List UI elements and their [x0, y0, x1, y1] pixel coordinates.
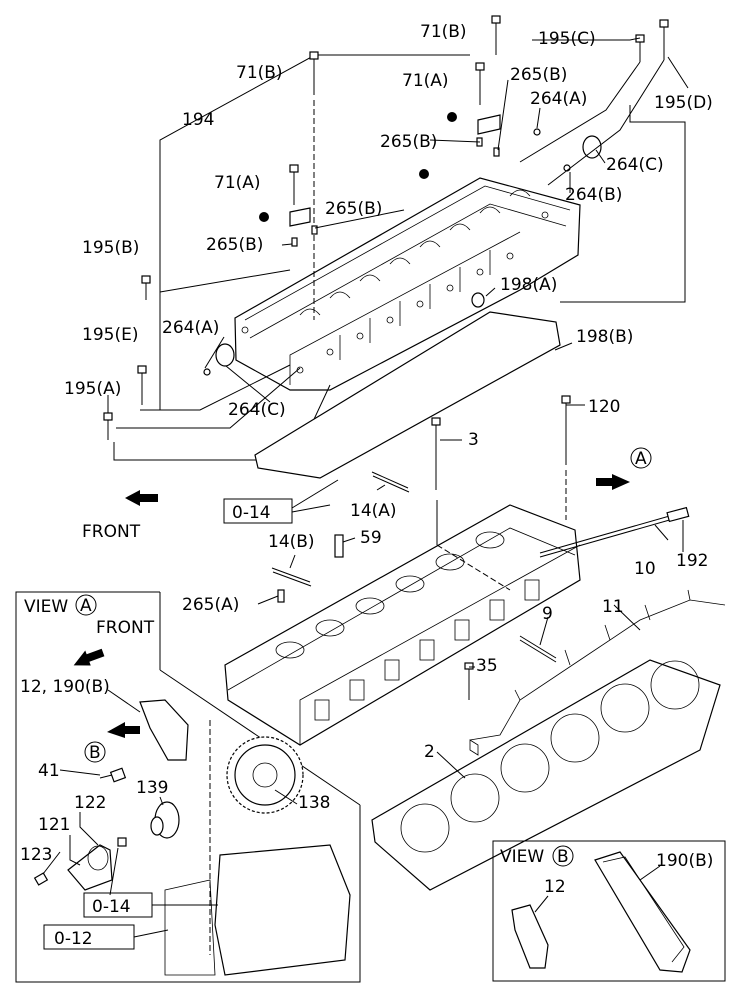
- label-014b: 0-14: [92, 897, 131, 917]
- plug-198a: [471, 292, 485, 308]
- leader-lines-middle: [257, 404, 684, 779]
- label-138: 138: [298, 793, 330, 813]
- seal-264c-right: [582, 135, 602, 159]
- label-10: 10: [634, 559, 656, 579]
- view-b-frame: [492, 840, 726, 982]
- bearing-caps: [299, 189, 531, 360]
- marker-dot: [259, 212, 269, 222]
- label-3: 3: [468, 430, 479, 450]
- view-a-title-circle: [75, 594, 97, 616]
- label-view-b-circ: B: [557, 847, 569, 867]
- label-264a-left: 264(A): [162, 318, 219, 338]
- label-120: 120: [588, 397, 620, 417]
- label-195b: 195(B): [82, 238, 139, 258]
- label-264b: 264(B): [565, 185, 622, 205]
- label-121: 121: [38, 815, 70, 835]
- view-a-front-arrow: [73, 648, 105, 666]
- label-9: 9: [542, 604, 553, 624]
- label-195a: 195(A): [64, 379, 121, 399]
- label-view-a-callout: A: [635, 449, 647, 469]
- label-41: 41: [38, 761, 60, 781]
- label-122: 122: [74, 793, 106, 813]
- gasket-198b: [254, 311, 561, 479]
- label-139: 139: [136, 778, 168, 798]
- view-a-arrow: [596, 474, 630, 490]
- harness-11: [469, 589, 726, 741]
- label-198a: 198(A): [500, 275, 557, 295]
- label-265b-left2: 265(B): [206, 235, 263, 255]
- label-71a-left: 71(A): [214, 173, 261, 193]
- box-014a: [223, 498, 293, 524]
- label-195d: 195(D): [654, 93, 713, 113]
- view-a-parts: [33, 699, 351, 976]
- studs: [271, 395, 571, 700]
- label-195e: 195(E): [82, 325, 138, 345]
- injector: [539, 506, 690, 558]
- label-2: 2: [424, 742, 435, 762]
- plug-264a-top: [533, 128, 541, 136]
- view-a-callout-circle: [630, 447, 652, 469]
- view-a-frame: [15, 591, 361, 983]
- label-190b-b: 190(B): [656, 851, 713, 871]
- rocker-housing-assembly: [159, 54, 686, 410]
- label-194: 194: [182, 110, 214, 130]
- label-195c: 195(C): [538, 29, 596, 49]
- label-59: 59: [360, 528, 382, 548]
- label-264c-top: 264(C): [606, 155, 664, 175]
- view-a-arrow-b: [107, 722, 140, 738]
- label-view-a-front: FRONT: [96, 618, 155, 638]
- seal-264c-left: [215, 343, 235, 367]
- label-11: 11: [602, 597, 624, 617]
- cylinder-head: [224, 504, 581, 746]
- label-192: 192: [676, 551, 708, 571]
- label-71a-top: 71(A): [402, 71, 449, 91]
- label-264c-bot: 264(C): [228, 400, 286, 420]
- label-012: 0-12: [54, 929, 93, 949]
- label-35: 35: [476, 656, 498, 676]
- label-12-190b: 12, 190(B): [20, 677, 110, 697]
- label-264a-top: 264(A): [530, 89, 587, 109]
- box-012: [43, 924, 135, 950]
- label-b-callout: B: [89, 743, 101, 763]
- plug-264a-left: [203, 368, 211, 376]
- label-014a: 0-14: [232, 503, 271, 523]
- label-265a: 265(A): [182, 595, 239, 615]
- label-198b: 198(B): [576, 327, 633, 347]
- label-view-a-circ: A: [80, 596, 92, 616]
- front-arrow: [125, 490, 158, 506]
- label-14a: 14(A): [350, 501, 397, 521]
- label-265b-top: 265(B): [510, 65, 567, 85]
- label-265b-mid: 265(B): [380, 132, 437, 152]
- label-71b-top: 71(B): [420, 22, 467, 42]
- label-265b-left1: 265(B): [325, 199, 382, 219]
- view-b-title-circle: [552, 845, 574, 867]
- label-12-b: 12: [544, 877, 566, 897]
- leader-lines-upper: [107, 37, 689, 461]
- label-front: FRONT: [82, 522, 141, 542]
- label-123: 123: [20, 845, 52, 865]
- view-b-parts: [511, 851, 691, 973]
- view-b-callout-circle: [84, 741, 106, 763]
- box-014b: [83, 892, 153, 918]
- housing-bolt-holes: [241, 211, 549, 374]
- label-71b-left: 71(B): [236, 63, 283, 83]
- label-view-a-title: VIEW: [24, 597, 68, 617]
- part-labels: 71(B) 195(C) 71(B) 71(A) 265(B) 264(A) 1…: [20, 22, 713, 950]
- label-view-b-title: VIEW: [500, 847, 544, 867]
- label-14b: 14(B): [268, 532, 315, 552]
- marker-dot: [419, 169, 429, 179]
- marker-dot: [447, 112, 457, 122]
- leader-lines-view-a: [42, 689, 298, 955]
- head-gasket-2: [371, 659, 721, 891]
